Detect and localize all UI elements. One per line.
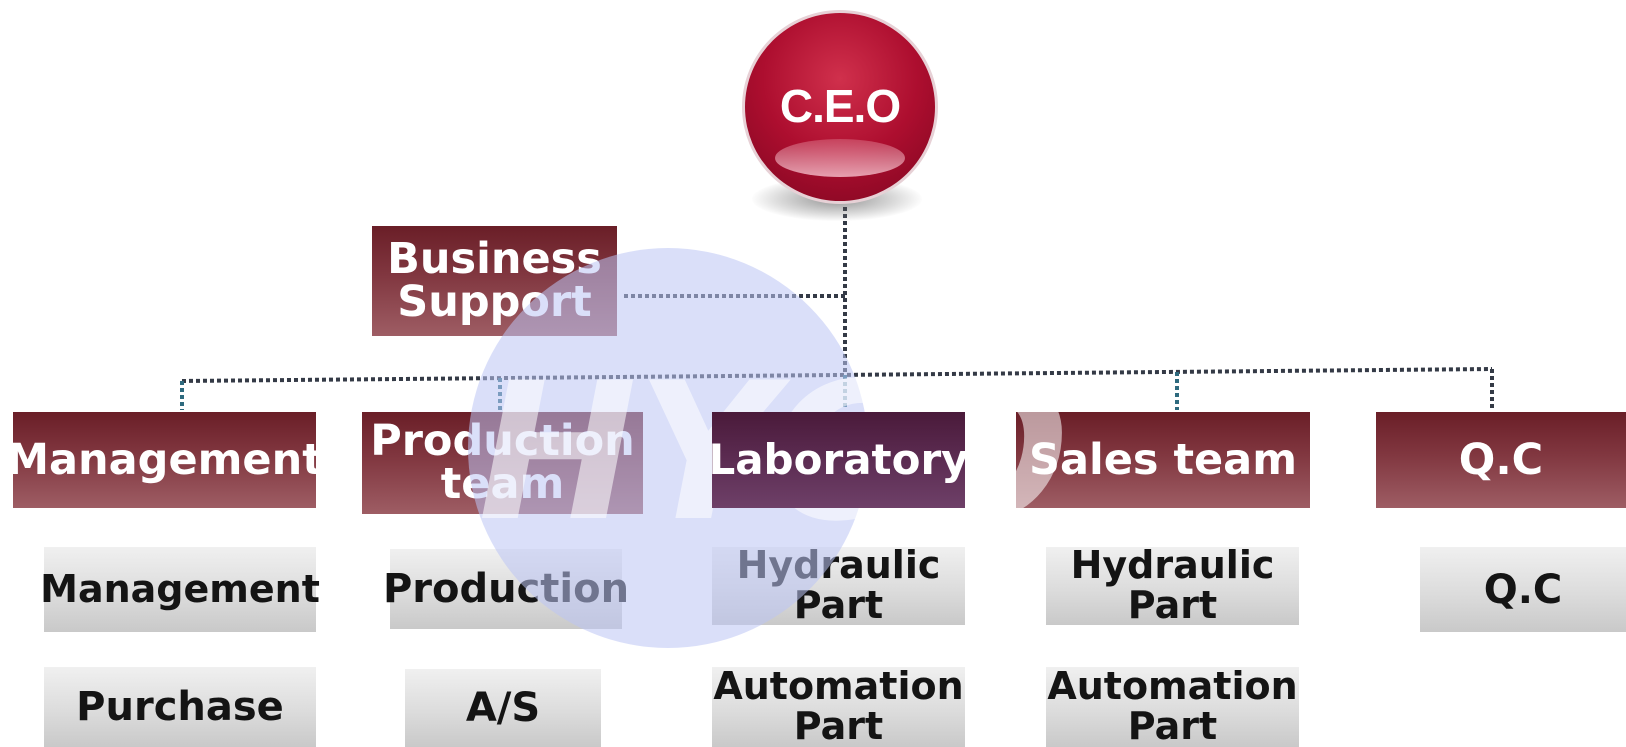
item-label-line2: Part (793, 583, 884, 627)
item-label: Hydraulic (1070, 543, 1275, 588)
department-label: Management (6, 434, 323, 485)
item-qc: Q.C (1420, 547, 1626, 632)
department-label: Q.C (1458, 434, 1544, 485)
item-label: Q.C (1483, 566, 1563, 613)
department-bus-line (181, 367, 1493, 383)
department-label: Laboratory (708, 435, 969, 484)
item-label-line2: Part (793, 704, 884, 747)
item-purchase: Purchase (44, 667, 316, 747)
item-sales-automation-part: Automation Part (1046, 664, 1299, 747)
ceo-gloss (775, 139, 905, 177)
business-support-label-line1: Business (387, 234, 602, 284)
item-as: A/S (405, 669, 601, 747)
item-label-line2: Part (1127, 704, 1218, 747)
item-label: Purchase (76, 684, 284, 730)
item-label: A/S (465, 685, 541, 731)
item-management: Management (40, 547, 320, 632)
department-qc: Q.C (1376, 412, 1626, 508)
department-label: Sales team (1029, 434, 1297, 485)
item-label: Management (40, 566, 320, 611)
department-management: Management (6, 412, 323, 508)
department-laboratory: Laboratory (708, 412, 969, 508)
item-lab-automation-part: Automation Part (712, 664, 965, 747)
item-label: Automation (1047, 664, 1298, 709)
ceo-node: C.E.O (742, 10, 938, 204)
item-label-line2: Part (1127, 583, 1218, 627)
department-sales-team: Sales team (1016, 412, 1310, 508)
ceo-label: C.E.O (779, 80, 901, 132)
item-sales-hydraulic-part: Hydraulic Part (1046, 543, 1299, 627)
item-label: Automation (713, 664, 964, 709)
